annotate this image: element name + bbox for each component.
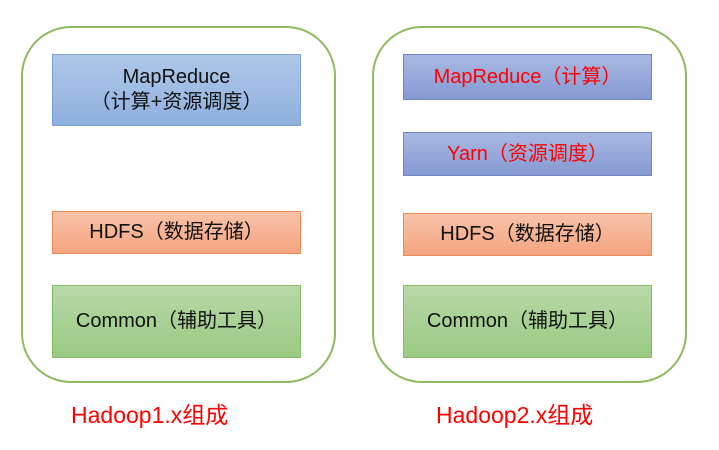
hadoop2-mapreduce-label: MapReduce（计算） — [433, 65, 622, 88]
hadoop1-caption: Hadoop1.x组成 — [71, 402, 229, 428]
hadoop2-hdfs-label: HDFS（数据存储） — [440, 223, 615, 245]
hadoop1-mapreduce-desc: （计算+资源调度） — [90, 91, 263, 113]
hadoop2-yarn-label: Yarn（资源调度） — [447, 142, 608, 165]
hadoop1-mapreduce-title: MapReduce — [122, 66, 231, 88]
hadoop1-common-box: Common（辅助工具） — [52, 285, 301, 358]
hadoop2-caption: Hadoop2.x组成 — [436, 402, 594, 428]
hadoop1-common-label: Common（辅助工具） — [75, 310, 278, 332]
hadoop1-hdfs-box: HDFS（数据存储） — [52, 211, 301, 254]
hadoop1-mapreduce-box: MapReduce （计算+资源调度） — [52, 54, 301, 126]
hadoop2-hdfs-box: HDFS（数据存储） — [403, 213, 652, 256]
hadoop2-yarn-box: Yarn（资源调度） — [403, 132, 652, 176]
hadoop2-mapreduce-box: MapReduce（计算） — [403, 54, 652, 100]
hadoop2-common-label: Common（辅助工具） — [426, 310, 629, 332]
hadoop2-common-box: Common（辅助工具） — [403, 285, 652, 358]
hadoop1-hdfs-label: HDFS（数据存储） — [89, 221, 264, 243]
